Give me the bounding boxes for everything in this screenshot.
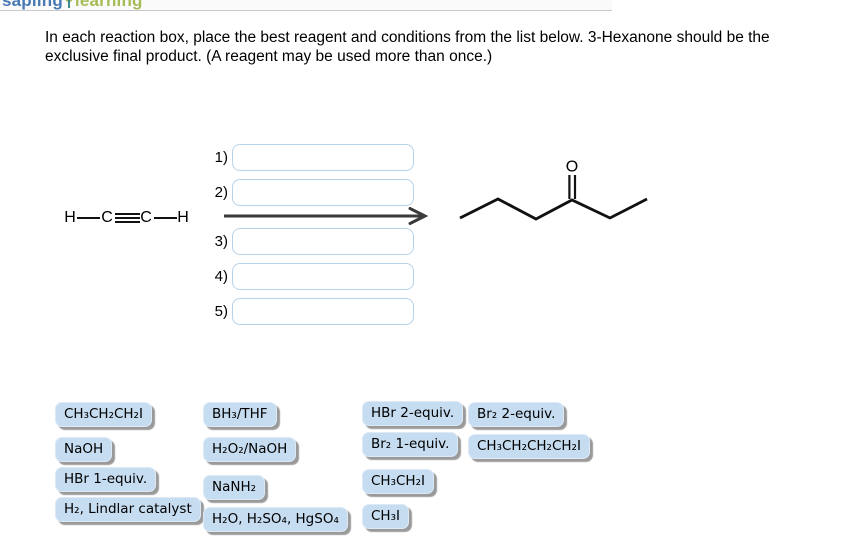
- reagent-ch3ch2i[interactable]: CH₃CH₂I: [362, 469, 434, 494]
- reagent-bh3-thf[interactable]: BH₃/THF: [203, 402, 277, 427]
- step-row-4: 4): [204, 262, 414, 291]
- triple-bond-line: [115, 217, 140, 219]
- reagent-br2-1-equiv[interactable]: Br₂ 1-equiv.: [362, 432, 459, 457]
- step-number-label: 1): [214, 149, 228, 166]
- reagent-input-4[interactable]: [232, 263, 414, 290]
- step-number-label: 3): [214, 233, 228, 250]
- carbon-chain: [459, 197, 648, 221]
- single-bond: [154, 217, 177, 219]
- reagent-br2-2-equiv[interactable]: Br₂ 2-equiv.: [468, 402, 565, 427]
- step-row-3: 3): [204, 227, 414, 256]
- reagent-nanh2[interactable]: NaNH₂: [203, 475, 266, 500]
- step-number-label: 4): [214, 268, 228, 285]
- atom-label-h2: H: [177, 209, 189, 226]
- brand-sapling-text: sapling: [2, 0, 63, 10]
- reagent-ch3i[interactable]: CH₃I: [362, 504, 409, 529]
- brand-logo: sapling learning: [2, 0, 143, 10]
- question-text: In each reaction box, place the best rea…: [45, 28, 860, 66]
- reactant-acetylene: H C C H: [60, 205, 195, 231]
- reagent-input-2[interactable]: [232, 179, 414, 206]
- reagent-h2o2-naoh[interactable]: H₂O₂/NaOH: [203, 437, 297, 462]
- reagent-input-3[interactable]: [232, 228, 414, 255]
- reaction-arrow: [224, 207, 429, 225]
- atom-label-c2: C: [140, 209, 152, 226]
- brand-learning-text: learning: [74, 0, 143, 10]
- reagent-hbr-2-equiv[interactable]: HBr 2-equiv.: [362, 401, 464, 426]
- reagent-hbr-1-equiv[interactable]: HBr 1-equiv.: [55, 467, 157, 492]
- step-number-label: 2): [214, 184, 228, 201]
- step-row-5: 5): [204, 297, 414, 326]
- step-number-label: 5): [214, 303, 228, 320]
- reagent-input-5[interactable]: [232, 298, 414, 325]
- sapling-tree-icon: [65, 0, 73, 8]
- question-line-2: exclusive final product. (A reagent may …: [45, 48, 493, 65]
- reagent-h2-lindlar[interactable]: H₂, Lindlar catalyst: [55, 497, 201, 522]
- product-3-hexanone: O: [459, 159, 648, 221]
- reagent-naoh[interactable]: NaOH: [55, 437, 113, 462]
- reagent-h2o-h2so4-hgso4[interactable]: H₂O, H₂SO₄, HgSO₄: [203, 507, 348, 532]
- reaction-scheme: H C C H 1) 2) 3) 4) 5) O: [60, 143, 648, 326]
- atom-label-c1: C: [101, 209, 113, 226]
- step-row-1: 1): [204, 143, 414, 172]
- reagent-ch3ch2ch2ch2i[interactable]: CH₃CH₂CH₂CH₂I: [468, 434, 590, 459]
- question-line-1: In each reaction box, place the best rea…: [45, 29, 770, 46]
- top-bar: sapling learning: [0, 0, 612, 11]
- atom-label-h1: H: [64, 209, 76, 226]
- triple-bond-line: [115, 213, 140, 215]
- reagent-ch3ch2ch2i[interactable]: CH₃CH₂CH₂I: [55, 402, 152, 427]
- step-row-2: 2): [204, 178, 414, 207]
- single-bond: [77, 217, 100, 219]
- carbonyl-oxygen-label: O: [566, 159, 578, 176]
- reagent-input-1[interactable]: [232, 144, 414, 171]
- triple-bond-line: [115, 221, 140, 223]
